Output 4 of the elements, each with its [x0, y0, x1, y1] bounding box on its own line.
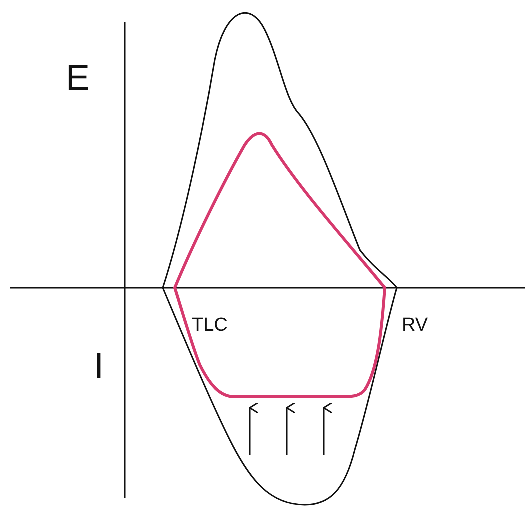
volume-label: TLC: [192, 316, 228, 335]
volume-label: RV: [402, 316, 428, 335]
axis-label: I: [94, 348, 104, 384]
axis-label: E: [66, 60, 90, 96]
